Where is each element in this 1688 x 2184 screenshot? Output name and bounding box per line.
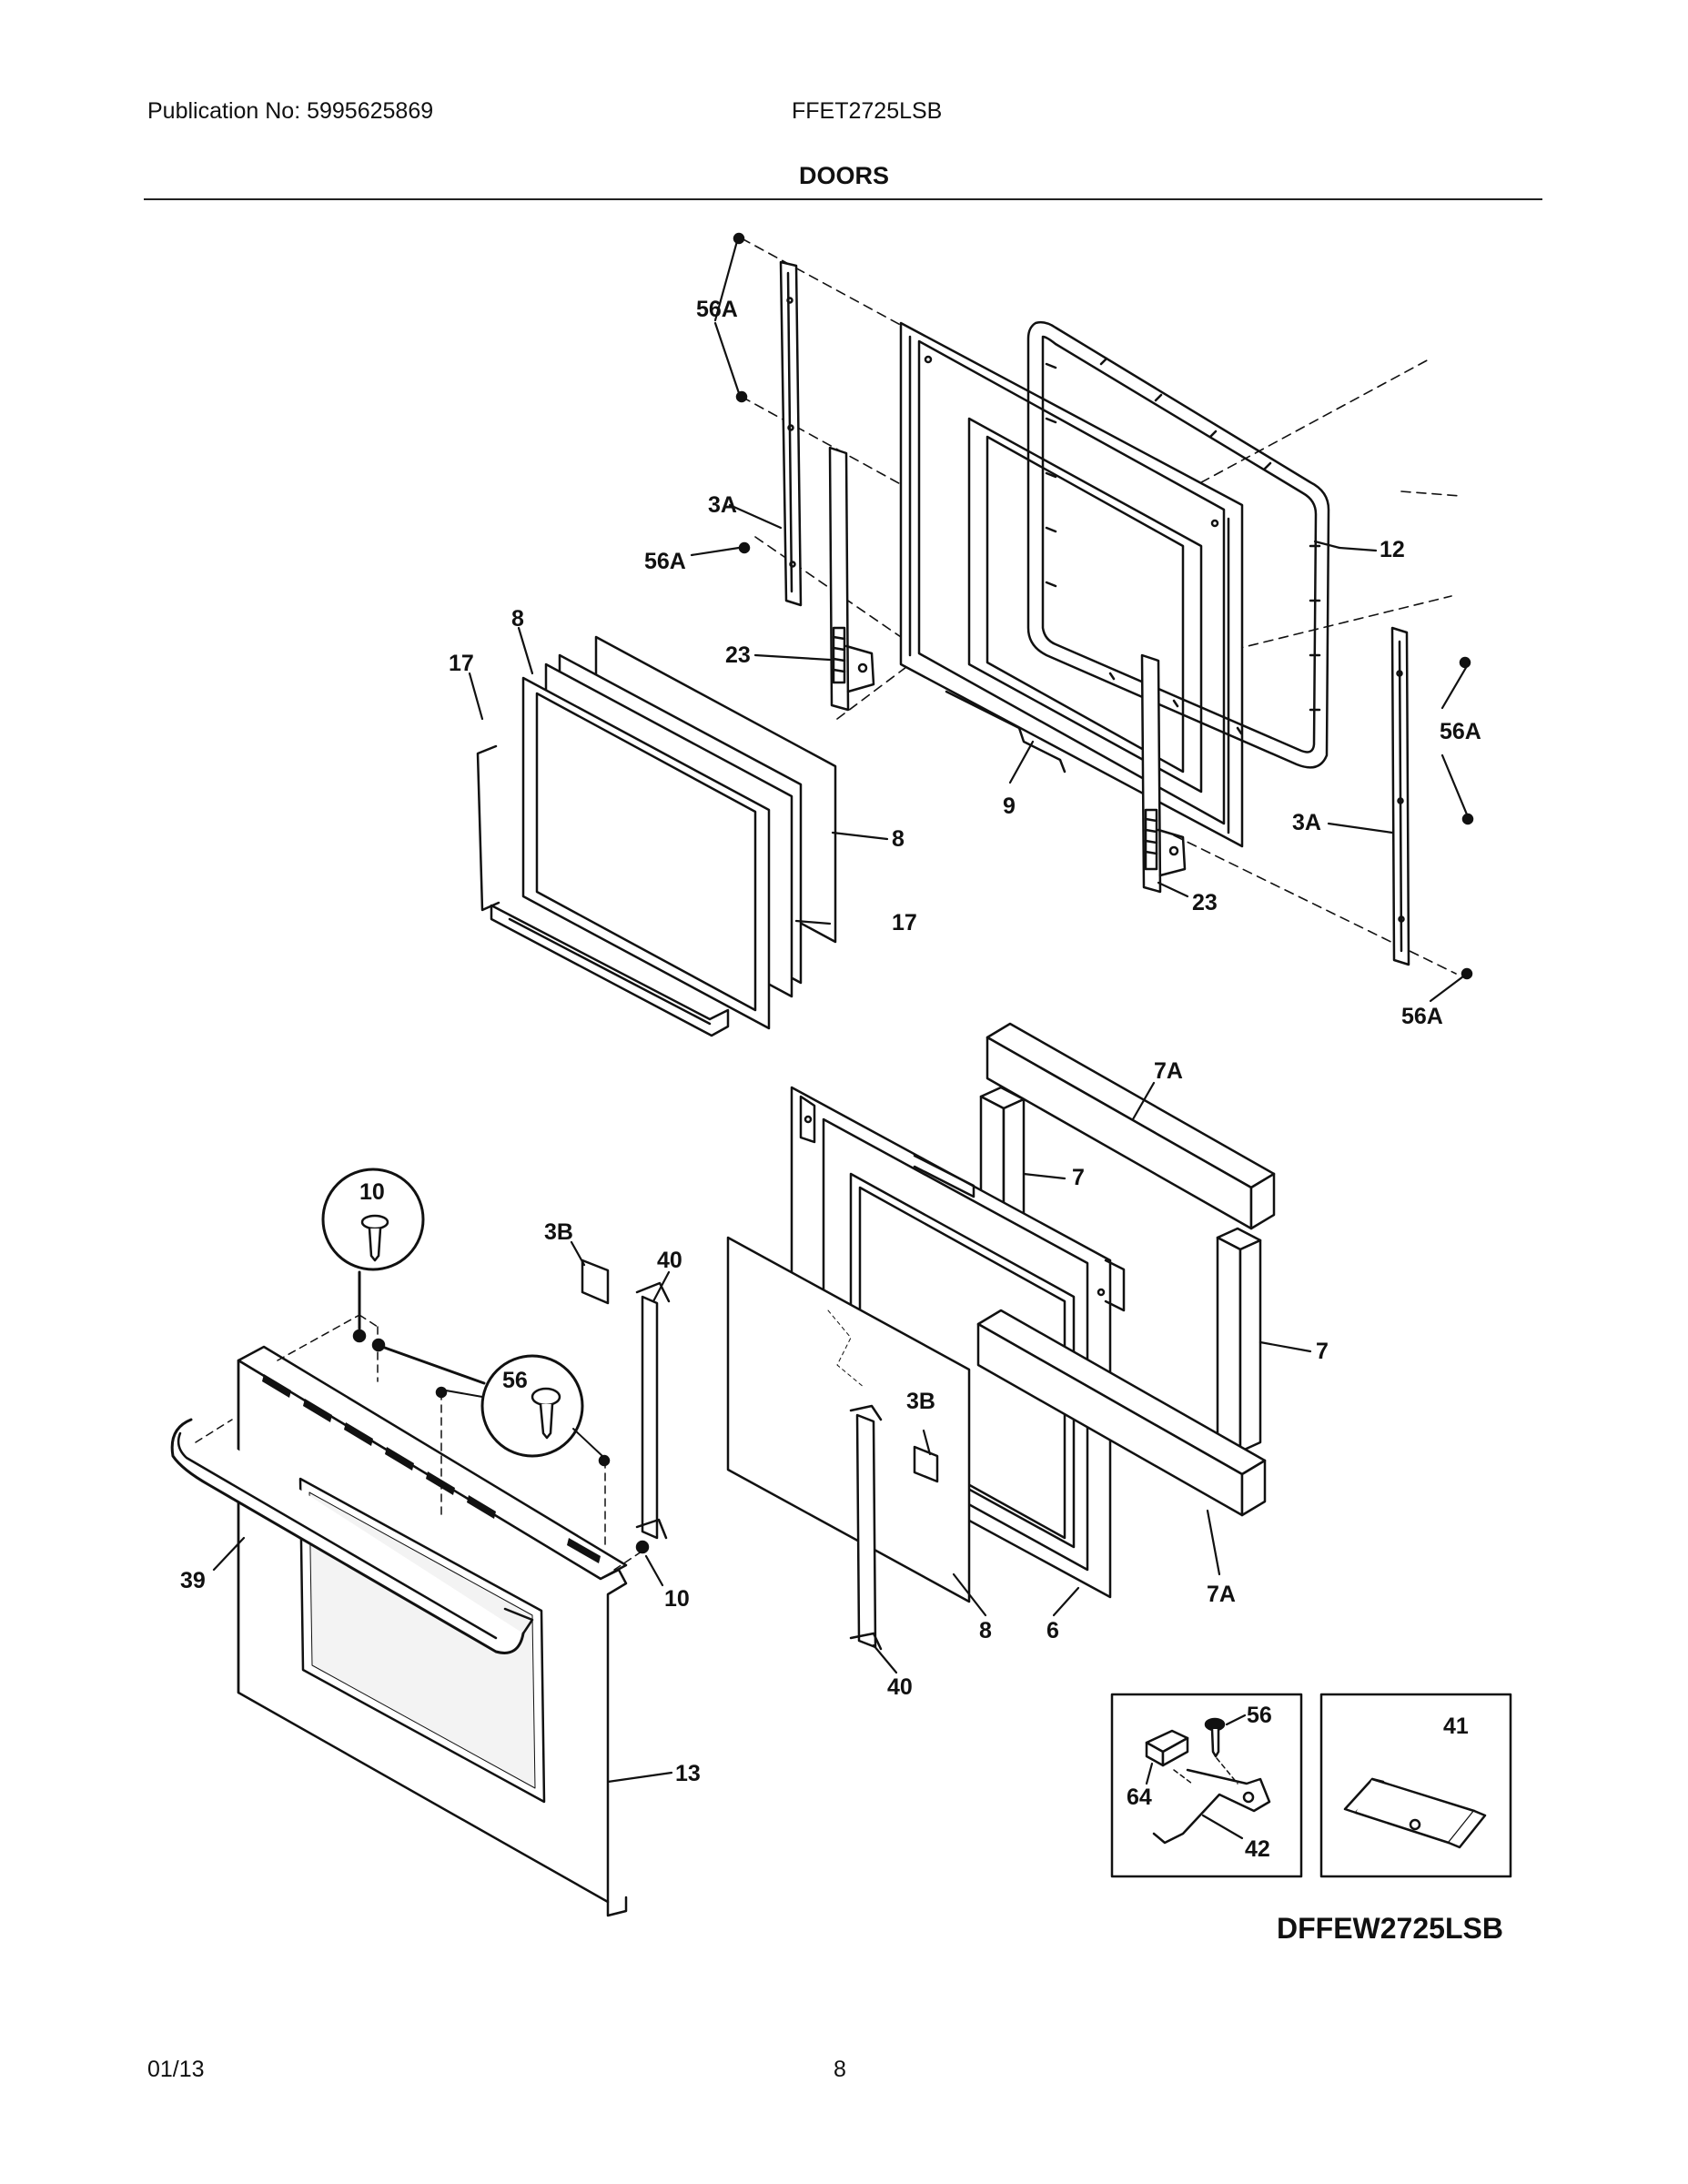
callout-23: 23 xyxy=(725,642,751,668)
callout-40: 40 xyxy=(887,1674,913,1700)
screw-56a-top-left xyxy=(733,232,745,245)
hinge-left-23 xyxy=(828,446,875,712)
callout-23: 23 xyxy=(1192,890,1218,915)
callout-7a: 7A xyxy=(1154,1058,1183,1084)
callout-7: 7 xyxy=(1072,1165,1085,1190)
callout-7: 7 xyxy=(1316,1339,1329,1364)
door-bracket-40-lower xyxy=(849,1404,883,1651)
model-number: FFET2725LSB xyxy=(792,98,943,124)
door-gasket-12 xyxy=(1026,320,1330,769)
insulation-7a-bottom xyxy=(976,1309,1267,1517)
inset-box-56-64-42 xyxy=(1110,1693,1303,1878)
inner-door-liner-9 xyxy=(899,321,1244,848)
footer-date: 01/13 xyxy=(147,2057,205,2082)
door-vents xyxy=(262,1374,601,1563)
callout-3b: 3B xyxy=(544,1219,573,1245)
inner-glass-8 xyxy=(726,1236,971,1603)
callout-56a: 56A xyxy=(1401,1004,1443,1029)
bracket-3b-upper xyxy=(581,1259,610,1305)
publication-number: Publication No: 5995625869 xyxy=(147,98,434,124)
callout-8: 8 xyxy=(979,1618,992,1643)
callout-64: 64 xyxy=(1127,1785,1152,1810)
callout-9: 9 xyxy=(1003,794,1016,819)
callout-3a: 3A xyxy=(708,492,737,518)
screw-56a-mid-left xyxy=(735,390,748,403)
callout-detail-10 xyxy=(321,1168,425,1343)
callout-12: 12 xyxy=(1380,537,1405,562)
screw-10-right xyxy=(635,1540,650,1554)
callout-56a: 56A xyxy=(644,549,686,574)
callout-56: 56 xyxy=(1247,1703,1272,1728)
upper-glass-stack xyxy=(476,635,837,1037)
callout-41: 41 xyxy=(1443,1714,1469,1739)
diagram-part-number: DFFEW2725LSB xyxy=(1277,1912,1503,1945)
callout-56a: 56A xyxy=(696,297,738,322)
title-rule xyxy=(144,198,1542,200)
callout-56a: 56A xyxy=(1440,719,1481,744)
insulation-7-right xyxy=(1216,1227,1262,1453)
side-trim-right-3a xyxy=(1390,626,1410,966)
callout-detail-56 xyxy=(371,1338,611,1467)
insulation-7a-top xyxy=(986,1022,1276,1230)
callout-3a: 3A xyxy=(1292,810,1321,835)
screw-56a-low-left xyxy=(738,541,751,554)
lower-alignment-lines xyxy=(195,1314,642,1571)
callout-17: 17 xyxy=(892,910,917,935)
inset-box-41 xyxy=(1319,1693,1512,1878)
callout-7a: 7A xyxy=(1207,1582,1236,1607)
hinge-right-23 xyxy=(1140,653,1187,894)
callout-39: 39 xyxy=(180,1568,206,1593)
callout-3b: 3B xyxy=(906,1389,935,1414)
callout-8: 8 xyxy=(511,606,524,632)
callout-10: 10 xyxy=(664,1586,690,1612)
callout-6: 6 xyxy=(1046,1618,1059,1643)
callout-40: 40 xyxy=(657,1248,682,1273)
callout-8: 8 xyxy=(892,826,905,852)
door-bracket-40-upper xyxy=(635,1281,671,1540)
screw-56a-mid-right xyxy=(1461,813,1474,825)
leader-lines xyxy=(212,239,1469,1840)
callout-10: 10 xyxy=(359,1179,385,1205)
screw-56a-top-right xyxy=(1459,656,1471,669)
page-title: DOORS xyxy=(798,162,889,189)
callout-13: 13 xyxy=(675,1761,701,1786)
side-trim-left-3a xyxy=(779,260,803,607)
page-number: 8 xyxy=(834,2057,846,2082)
callout-56: 56 xyxy=(502,1368,528,1393)
callout-42: 42 xyxy=(1245,1836,1270,1862)
door-handle-39 xyxy=(170,1418,534,1654)
callout-17: 17 xyxy=(449,651,474,676)
